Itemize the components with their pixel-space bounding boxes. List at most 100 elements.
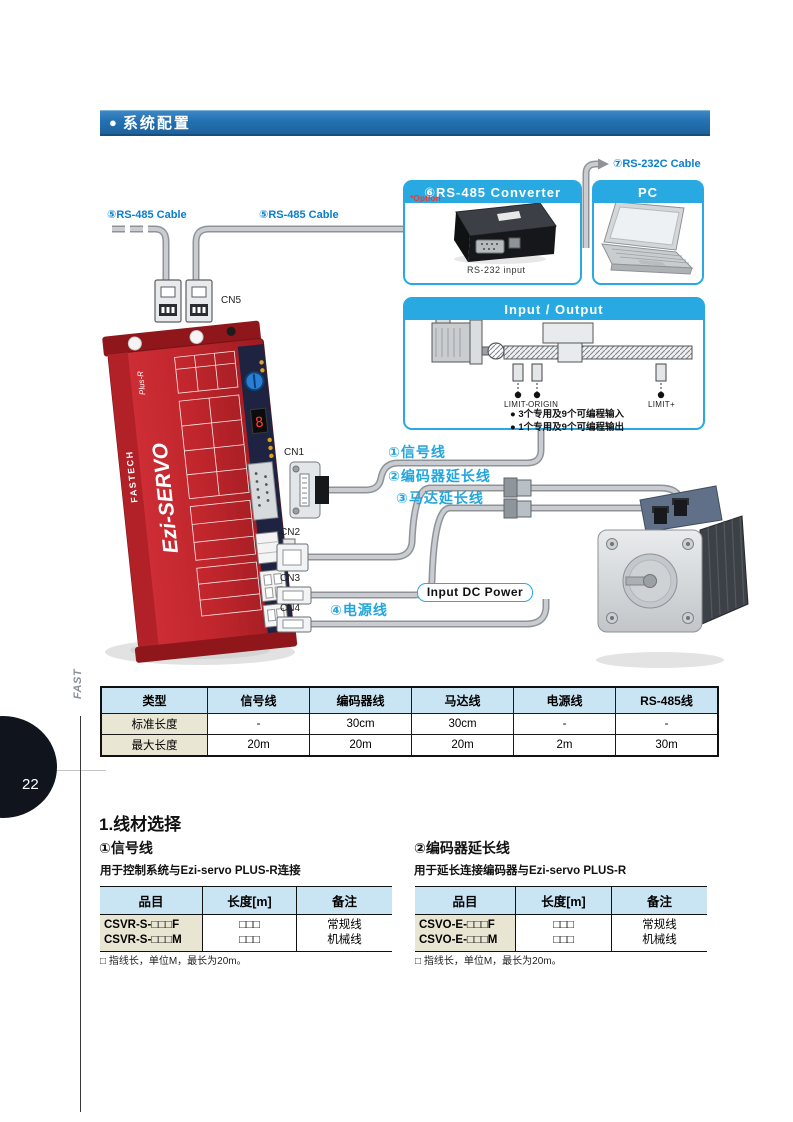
cell: - <box>615 713 719 735</box>
item-note: 机械线 <box>642 934 677 946</box>
col-header: 电源线 <box>513 686 616 714</box>
signal-line-subtitle: ①信号线 <box>99 840 153 856</box>
table-row: CSVO-E-□□□F CSVO-E-□□□M □□□ □□□ 常规线 机械线 <box>415 914 707 952</box>
table-header-row: 品目 长度[m] 备注 <box>100 886 392 915</box>
cell: 2m <box>513 734 616 757</box>
col-header: RS-485线 <box>615 686 719 714</box>
footnote-right: □ 指线长，单位M，最长为20m。 <box>415 956 562 967</box>
motor-image <box>597 485 749 633</box>
converter-box-title: ⑥RS-485 Converter <box>405 182 580 203</box>
col-header: 长度[m] <box>202 886 297 915</box>
io-interior <box>431 315 693 399</box>
cell: 30cm <box>411 713 514 735</box>
seven-segment-display <box>249 407 269 435</box>
cn2-label: CN2 <box>280 527 301 538</box>
col-header: 马达线 <box>411 686 514 714</box>
page-title: 系统配置 <box>122 115 191 132</box>
cn5-label: CN5 <box>221 295 242 306</box>
bullet-icon: ● <box>109 115 117 130</box>
cell: - <box>207 713 310 735</box>
col-header: 备注 <box>611 886 707 915</box>
arrow-icon <box>598 158 609 170</box>
selection-heading: 1.线材选择 <box>99 815 182 834</box>
col-header: 类型 <box>100 686 208 714</box>
pc-image <box>601 201 694 275</box>
limit-minus-label: LIMIT- <box>504 400 529 409</box>
col-header: 品目 <box>415 886 516 915</box>
input-dc-power-badge: Input DC Power <box>417 583 533 602</box>
item-note: 机械线 <box>327 934 362 946</box>
io-box: Input / Output <box>403 297 705 430</box>
drive-image: FASTECH Ezi-SERVO Plus-R 8 <box>102 320 298 663</box>
drive-model-suffix: Plus-R <box>136 370 147 395</box>
table-header-row: 品目 长度[m] 备注 <box>415 886 707 915</box>
encoder-ext-table: 品目 长度[m] 备注 CSVO-E-□□□F CSVO-E-□□□M □□□ … <box>415 886 707 952</box>
margin-vrule <box>80 716 81 1112</box>
cable-spec-table: 类型 信号线 编码器线 马达线 电源线 RS-485线 标准长度 - 30cm … <box>100 686 719 757</box>
converter-caption: RS-232 input <box>467 265 526 275</box>
encoder-ext-subtitle: ②编码器延长线 <box>414 840 510 856</box>
converter-box: ⑥RS-485 Converter <box>403 180 582 285</box>
item-codes: CSVR-S-□□□F CSVR-S-□□□M <box>100 914 203 952</box>
item-lengths: □□□ □□□ <box>515 914 612 952</box>
item-code: CSVO-E-□□□M <box>419 934 498 946</box>
power-line-label: ④电源线 <box>330 602 388 618</box>
cell: 30cm <box>309 713 412 735</box>
cn4-label: CN4 <box>280 603 301 614</box>
item-notes: 常规线 机械线 <box>611 914 707 952</box>
item-note: 常规线 <box>642 919 677 931</box>
io-bullet-2: ● 1个专用及9个可编程输出 <box>510 422 624 433</box>
cell: 30m <box>615 734 719 757</box>
item-code: CSVR-S-□□□M <box>104 934 182 946</box>
cn5-connectors <box>154 279 213 323</box>
signal-line-label: ①信号线 <box>388 444 446 460</box>
power-cable <box>310 599 550 628</box>
cell: 20m <box>207 734 310 757</box>
signal-line-desc: 用于控制系统与Ezi-servo PLUS-R连接 <box>100 865 301 877</box>
item-length: □□□ <box>553 919 574 931</box>
item-note: 常规线 <box>327 919 362 931</box>
origin-label: ORIGIN <box>528 400 559 409</box>
inline-connector-encoder <box>503 477 532 498</box>
item-codes: CSVO-E-□□□F CSVO-E-□□□M <box>415 914 516 952</box>
cell: 20m <box>411 734 514 757</box>
item-lengths: □□□ □□□ <box>202 914 297 952</box>
item-code: CSVO-E-□□□F <box>419 919 495 931</box>
item-length: □□□ <box>239 919 260 931</box>
rs485-cable-label-left: ⑤RS-485 Cable <box>107 209 187 221</box>
section-header-bar: ● 系统配置 <box>100 110 710 136</box>
rs485-cable-left <box>112 225 170 292</box>
cn2-plug <box>276 538 309 572</box>
page-number-circle <box>0 716 57 818</box>
row-label: 最大长度 <box>100 734 208 757</box>
pc-box-title: PC <box>594 182 702 203</box>
footnote-left: □ 指线长，单位M，最长为20m。 <box>100 956 247 967</box>
cn1-label: CN1 <box>284 447 305 458</box>
io-box-title: Input / Output <box>405 299 703 320</box>
io-bullet-1: ● 3个专用及9个可编程输入 <box>510 409 624 420</box>
encoder-ext-desc: 用于延长连接编码器与Ezi-servo PLUS-R <box>414 865 627 877</box>
motor-shadow <box>596 652 724 668</box>
col-header: 信号线 <box>207 686 310 714</box>
cn3-plug <box>276 586 312 605</box>
motor-ext-label: ③马达延长线 <box>396 490 484 506</box>
converter-image <box>454 202 557 262</box>
rs485-cable-right <box>192 225 403 292</box>
cell: - <box>513 713 616 735</box>
item-length: □□□ <box>553 934 574 946</box>
table-row: 最大长度 20m 20m 20m 2m 30m <box>100 734 719 757</box>
col-header: 长度[m] <box>515 886 612 915</box>
option-label: *Option <box>410 193 441 203</box>
encoder-ext-label: ②编码器延长线 <box>388 468 491 484</box>
item-length: □□□ <box>239 934 260 946</box>
cell: 20m <box>309 734 412 757</box>
table-header-row: 类型 信号线 编码器线 马达线 电源线 RS-485线 <box>100 686 719 714</box>
col-header: 备注 <box>296 886 392 915</box>
cn1-plug <box>289 461 329 519</box>
cn3-label: CN3 <box>280 573 301 584</box>
signal-line-table: 品目 长度[m] 备注 CSVR-S-□□□F CSVR-S-□□□M □□□ … <box>100 886 392 952</box>
rs232c-cable <box>582 158 609 248</box>
item-code: CSVR-S-□□□F <box>104 919 180 931</box>
row-label: 标准长度 <box>100 713 208 735</box>
